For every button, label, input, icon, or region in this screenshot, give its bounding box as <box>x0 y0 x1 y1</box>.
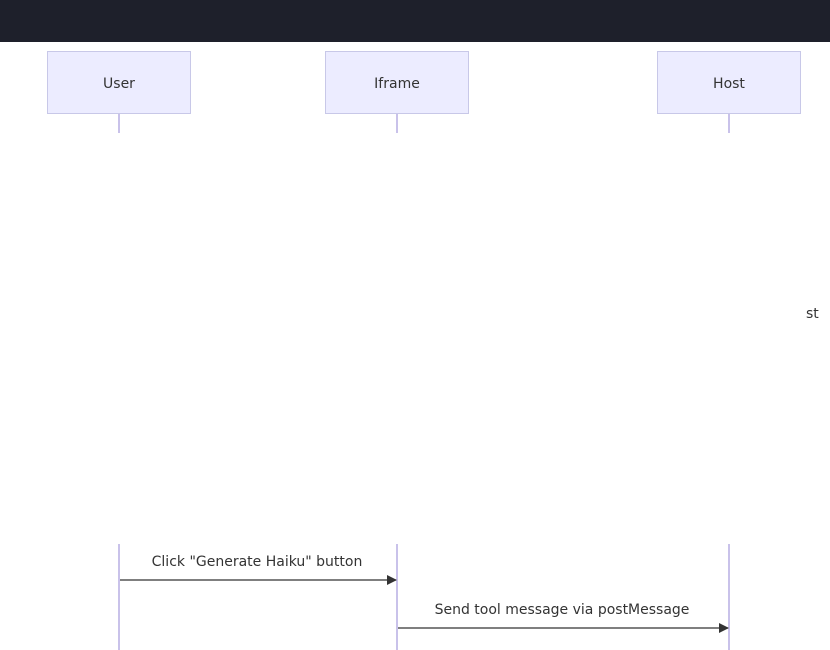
participant-user: User <box>47 51 191 114</box>
message-2-label: Send tool message via postMessage <box>435 602 690 618</box>
participant-iframe-box <box>325 51 469 114</box>
participant-host-box <box>657 51 801 114</box>
participant-iframe-label: Iframe <box>374 76 420 92</box>
participant-host: Host <box>657 51 801 114</box>
message-1-label: Click "Generate Haiku" button <box>152 554 363 570</box>
participant-iframe: Iframe <box>325 51 469 114</box>
top-bar <box>0 0 830 42</box>
participant-user-box <box>47 51 191 114</box>
participant-host-label: Host <box>713 76 745 92</box>
participant-user-label: User <box>103 76 135 92</box>
partial-label: st <box>806 306 819 322</box>
